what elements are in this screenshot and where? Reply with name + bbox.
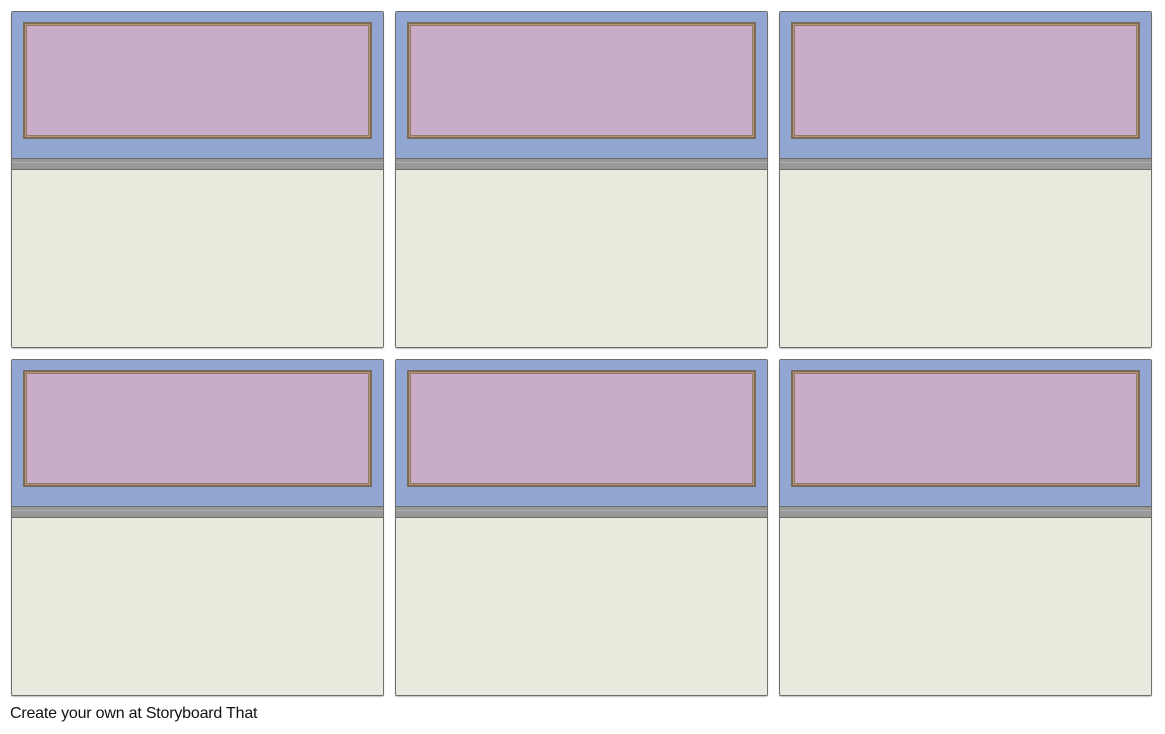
text-area[interactable] (396, 518, 767, 695)
whiteboard (410, 25, 753, 136)
text-area[interactable] (780, 518, 1151, 695)
whiteboard (410, 373, 753, 484)
storyboard-grid (11, 11, 1152, 696)
whiteboard (794, 373, 1137, 484)
storyboard-cell-2[interactable] (395, 11, 768, 348)
whiteboard-frame (23, 370, 372, 487)
storyboard-cell-1[interactable] (11, 11, 384, 348)
whiteboard (26, 373, 369, 484)
board-ledge (12, 506, 383, 518)
whiteboard-frame (791, 370, 1140, 487)
storyboard-that-credit[interactable]: Create your own at Storyboard That (10, 705, 258, 722)
board-ledge (780, 158, 1151, 170)
whiteboard (26, 25, 369, 136)
text-area[interactable] (396, 170, 767, 347)
board-ledge (12, 158, 383, 170)
board-ledge (396, 158, 767, 170)
board-ledge (780, 506, 1151, 518)
board-ledge (396, 506, 767, 518)
text-area[interactable] (12, 170, 383, 347)
storyboard-cell-6[interactable] (779, 359, 1152, 696)
text-area[interactable] (12, 518, 383, 695)
text-area[interactable] (780, 170, 1151, 347)
storyboard-cell-5[interactable] (395, 359, 768, 696)
whiteboard-frame (407, 22, 756, 139)
whiteboard (794, 25, 1137, 136)
storyboard-cell-3[interactable] (779, 11, 1152, 348)
whiteboard-frame (407, 370, 756, 487)
storyboard-cell-4[interactable] (11, 359, 384, 696)
whiteboard-frame (791, 22, 1140, 139)
whiteboard-frame (23, 22, 372, 139)
